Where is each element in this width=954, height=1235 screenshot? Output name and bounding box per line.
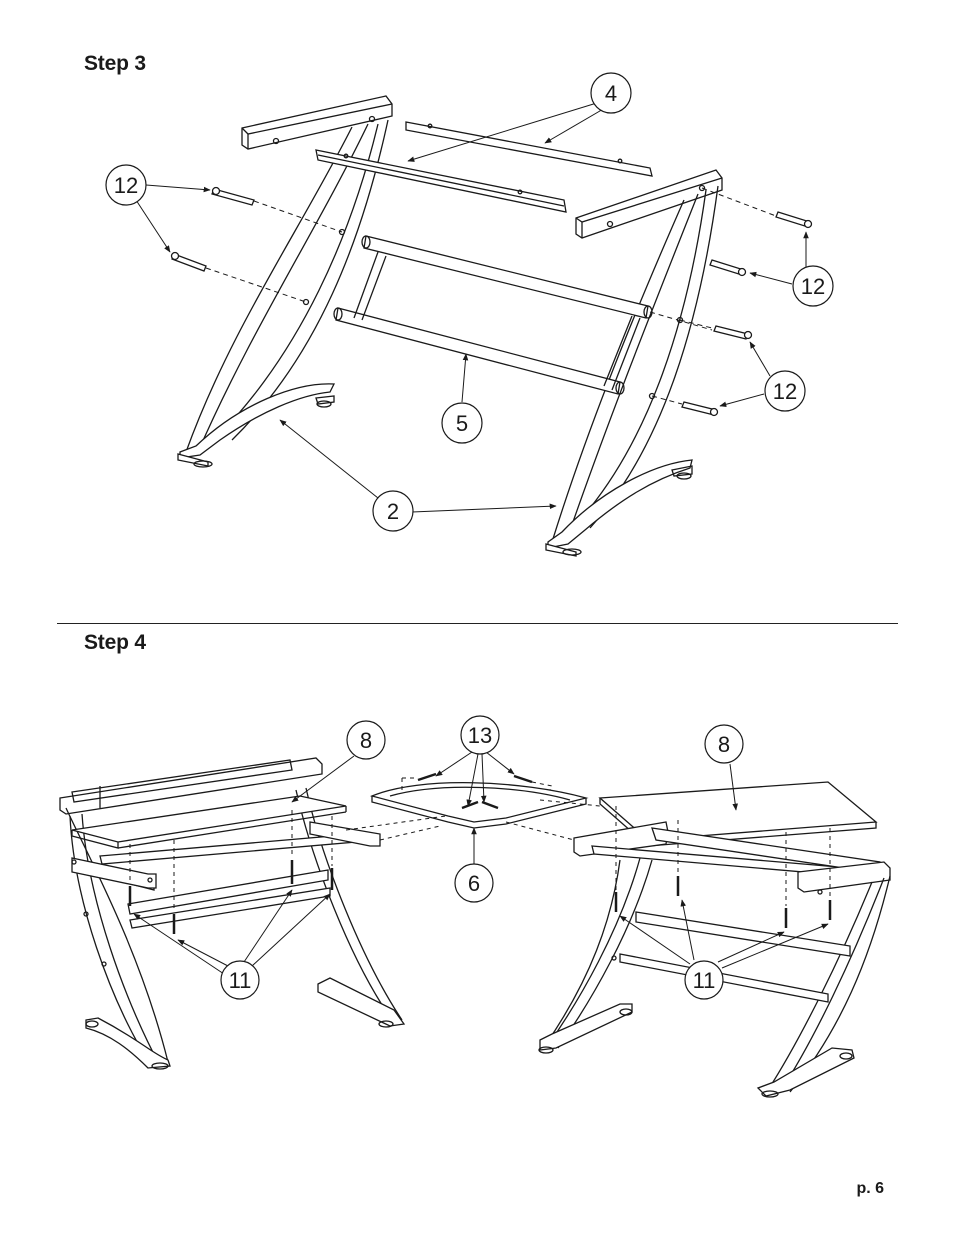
- step3-leaders: [136, 102, 806, 512]
- step3-alignment-lines: [206, 188, 776, 404]
- callout-12-right-upper: 12: [801, 274, 825, 299]
- left-top-bracket: [242, 96, 392, 149]
- step3-callout-labels: 4 12 12 12 5 2: [114, 81, 825, 524]
- bolt-12-right-top: [776, 212, 812, 228]
- callout-4: 4: [605, 81, 617, 106]
- callout-12-right-lower: 12: [773, 379, 797, 404]
- step4-drawing: [60, 716, 890, 1097]
- left-leg-frame-2: [178, 120, 388, 467]
- callout-12-left: 12: [114, 173, 138, 198]
- bolt-12-left-upper: [212, 188, 254, 206]
- callout-11-left: 11: [229, 968, 252, 993]
- callout-2: 2: [387, 499, 399, 524]
- bolt-12-right-mid: [710, 260, 746, 276]
- corner-piece-6: [372, 783, 586, 828]
- callout-6: 6: [468, 871, 480, 896]
- step3-drawing: [106, 73, 833, 556]
- rail-part-4b: [316, 150, 566, 212]
- left-desk-unit: [60, 758, 404, 1069]
- stretcher-part-5: [334, 236, 652, 394]
- callout-8-right: 8: [718, 732, 730, 757]
- callout-13: 13: [468, 723, 492, 748]
- bolt-12-left-lower: [172, 253, 207, 272]
- rail-part-4a: [406, 122, 652, 176]
- right-desk-unit: [539, 782, 890, 1097]
- callout-11-right: 11: [693, 968, 716, 993]
- callout-8-left: 8: [360, 728, 372, 753]
- bolt-12-right-bottom: [682, 402, 718, 416]
- bolt-12-right-low: [714, 326, 752, 339]
- callout-5: 5: [456, 411, 468, 436]
